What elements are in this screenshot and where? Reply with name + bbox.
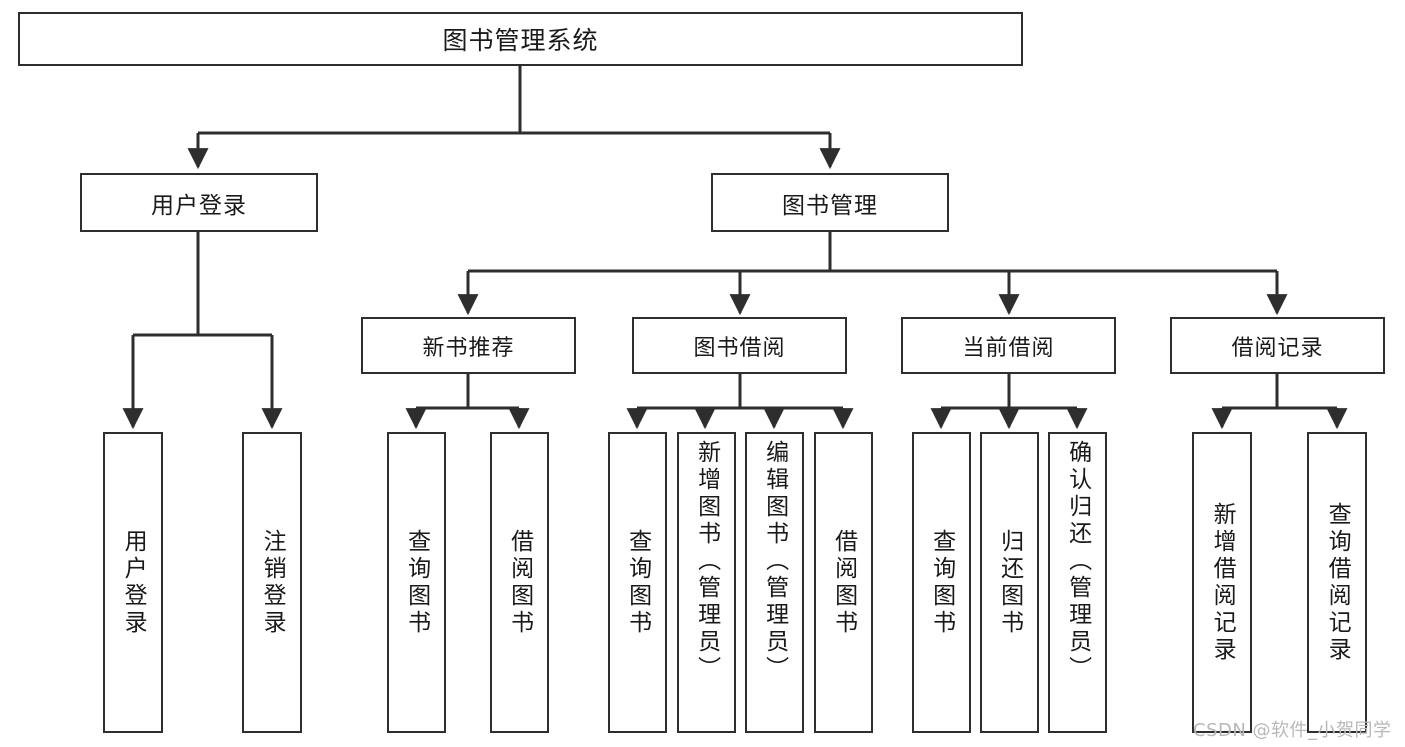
node-user-login-label: 用户登录: [151, 192, 247, 219]
leaf-borrow-book-nb[interactable]: 借阅图书: [490, 432, 549, 733]
leaf-query-book-bb-label: 查询图书: [624, 528, 651, 637]
node-new-book-recommend[interactable]: 新书推荐: [361, 317, 576, 374]
node-book-management[interactable]: 图书管理: [711, 173, 949, 232]
node-current-borrow[interactable]: 当前借阅: [901, 317, 1116, 374]
leaf-return-book-label: 归还图书: [996, 528, 1023, 637]
leaf-borrow-book-nb-label: 借阅图书: [506, 528, 533, 637]
node-book-borrow-label: 图书借阅: [693, 335, 786, 361]
leaf-add-borrow-record-label: 新增借阅记录: [1209, 501, 1236, 664]
watermark: CSDN @软件_小贺同学: [1193, 720, 1392, 741]
leaf-query-book-cb[interactable]: 查询图书: [912, 432, 971, 733]
leaf-logout-label: 注销登录: [259, 528, 286, 637]
node-current-borrow-label: 当前借阅: [962, 335, 1055, 361]
leaf-query-borrow-record[interactable]: 查询借阅记录: [1307, 432, 1367, 733]
node-root-label: 图书管理系统: [442, 26, 599, 55]
node-root[interactable]: 图书管理系统: [18, 12, 1023, 66]
leaf-return-book[interactable]: 归还图书: [980, 432, 1039, 733]
leaf-confirm-return-admin-label: 确认归还（管理员）: [1064, 440, 1091, 683]
leaf-edit-book-admin[interactable]: 编辑图书（管理员）: [745, 432, 804, 733]
leaf-query-book-bb[interactable]: 查询图书: [608, 432, 667, 733]
leaf-add-book-admin-label: 新增图书（管理员）: [693, 440, 720, 683]
node-borrow-record-label: 借阅记录: [1231, 335, 1324, 361]
leaf-logout[interactable]: 注销登录: [242, 432, 302, 733]
leaf-add-book-admin[interactable]: 新增图书（管理员）: [677, 432, 736, 733]
leaf-query-borrow-record-label: 查询借阅记录: [1324, 501, 1351, 664]
leaf-query-book-nb-label: 查询图书: [403, 528, 430, 637]
leaf-user-login-label: 用户登录: [120, 528, 147, 637]
node-book-borrow[interactable]: 图书借阅: [632, 317, 847, 374]
leaf-confirm-return-admin[interactable]: 确认归还（管理员）: [1048, 432, 1107, 733]
node-borrow-record[interactable]: 借阅记录: [1170, 317, 1385, 374]
leaf-query-book-nb[interactable]: 查询图书: [387, 432, 446, 733]
leaf-borrow-book-bb-label: 借阅图书: [830, 528, 857, 637]
leaf-query-book-cb-label: 查询图书: [928, 528, 955, 637]
leaf-add-borrow-record[interactable]: 新增借阅记录: [1192, 432, 1252, 733]
node-new-book-recommend-label: 新书推荐: [422, 335, 515, 361]
node-user-login[interactable]: 用户登录: [80, 173, 318, 232]
leaf-borrow-book-bb[interactable]: 借阅图书: [814, 432, 873, 733]
leaf-edit-book-admin-label: 编辑图书（管理员）: [761, 440, 788, 683]
leaf-user-login[interactable]: 用户登录: [103, 432, 163, 733]
node-book-management-label: 图书管理: [782, 192, 878, 219]
